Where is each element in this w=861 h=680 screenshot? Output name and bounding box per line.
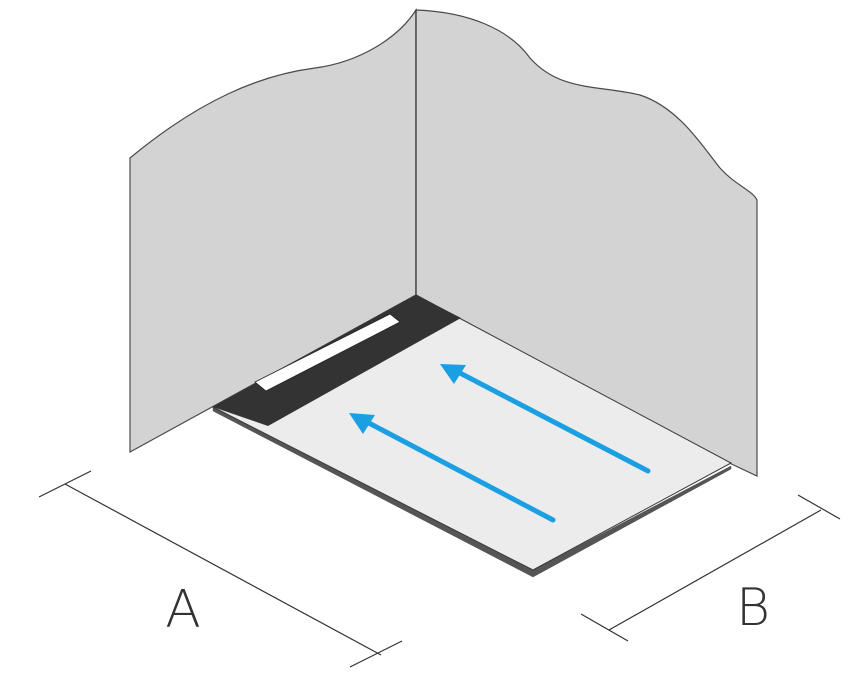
drain-grate: [254, 313, 401, 392]
dimension-label-b: B: [736, 578, 770, 638]
dimension-b: B: [580, 494, 841, 642]
dimension-a: A: [38, 470, 403, 668]
flow-arrow-front: [349, 413, 556, 523]
drain-channel: [213, 295, 461, 426]
right-wall: [415, 9, 758, 477]
flow-arrow-back: [440, 364, 651, 474]
left-wall: [129, 7, 417, 454]
dimension-label-a: A: [165, 580, 201, 640]
